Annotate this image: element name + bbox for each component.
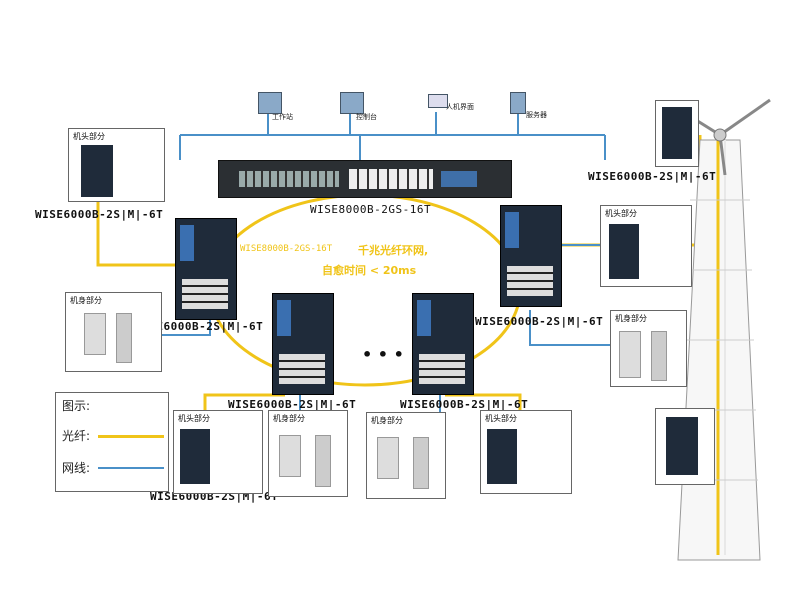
more-switches-ellipsis: • • • bbox=[362, 345, 404, 364]
server-icon bbox=[510, 92, 526, 114]
body-panel-bottom-1: 机身部分 bbox=[268, 410, 348, 497]
body-panel-bottom-2: 机身部分 bbox=[366, 412, 446, 499]
ethernet-branch bbox=[529, 310, 610, 346]
device-thumbnail bbox=[377, 437, 399, 479]
turbine-hub bbox=[713, 128, 727, 142]
device-thumbnail bbox=[84, 313, 106, 355]
turbine-blade bbox=[719, 98, 771, 137]
device-thumbnail bbox=[413, 437, 429, 489]
turbine-blade bbox=[718, 134, 727, 176]
turbine-nacelle-switch bbox=[655, 100, 699, 167]
device-thumbnail bbox=[619, 331, 641, 378]
console-label: 控制台 bbox=[356, 113, 377, 121]
body-panel-left: 机身部分 bbox=[65, 292, 162, 372]
panel-title: 机头部分 bbox=[178, 414, 210, 423]
workstation-label: 工作站 bbox=[272, 113, 293, 121]
fiber-branch bbox=[96, 200, 178, 267]
switch-rj45-ports bbox=[349, 169, 433, 189]
ring-switch-bottom-right bbox=[412, 293, 474, 395]
hmi-laptop-icon bbox=[428, 94, 448, 108]
legend: 图示: 光纤: 网线: bbox=[55, 392, 169, 492]
switch-label: WISE6000B-2S|M|-6T bbox=[475, 315, 604, 328]
console-icon bbox=[340, 92, 364, 114]
legend-fiber-label: 光纤: bbox=[62, 429, 91, 443]
server-label: 服务器 bbox=[526, 111, 547, 119]
panel-title: 机身部分 bbox=[273, 414, 305, 423]
device-thumbnail bbox=[651, 331, 667, 381]
core-switch bbox=[218, 160, 512, 198]
switch-label: WISE6000B-2S|M|-6T bbox=[400, 398, 529, 411]
panel-title: 机头部分 bbox=[485, 414, 517, 423]
device-thumbnail bbox=[279, 435, 301, 477]
hmi-label: 人机界面 bbox=[446, 103, 474, 111]
turbine-base-switch bbox=[655, 408, 715, 485]
panel-title: 机身部分 bbox=[615, 314, 647, 323]
panel-title: 机头部分 bbox=[73, 132, 105, 141]
ring-subtitle: 自愈时间 < 20ms bbox=[322, 264, 417, 277]
switch-ports bbox=[239, 171, 339, 187]
switch-label: WISE6000B-2S|M|-6T bbox=[135, 320, 264, 333]
ring-switch-bottom-left bbox=[272, 293, 334, 395]
nacelle-panel-bottom-right: 机头部分 bbox=[480, 410, 572, 494]
nacelle-panel-right: 机头部分 bbox=[600, 205, 692, 287]
panel-title: 机身部分 bbox=[371, 416, 403, 425]
legend-ethernet-swatch bbox=[98, 467, 164, 469]
switch-label: WISE6000B-2S|M|-6T bbox=[228, 398, 357, 411]
panel-title: 机头部分 bbox=[605, 209, 637, 218]
switch-thumbnail bbox=[487, 429, 517, 484]
switch-label: WISE6000B-2S|M|-6T bbox=[588, 170, 717, 183]
switch-thumbnail bbox=[609, 224, 639, 279]
legend-fiber-swatch bbox=[98, 435, 164, 438]
device-thumbnail bbox=[315, 435, 331, 487]
switch-panel bbox=[441, 171, 477, 187]
core-switch-label: WISE8000B-2GS-16T bbox=[310, 203, 432, 216]
switch-thumbnail bbox=[180, 429, 210, 484]
workstation-icon bbox=[258, 92, 282, 114]
ethernet-branch bbox=[140, 320, 211, 336]
panel-title: 机身部分 bbox=[70, 296, 102, 305]
ring-model-label: WISE8000B-2GS-16T bbox=[240, 244, 333, 254]
switch-thumbnail bbox=[81, 145, 113, 197]
body-panel-right: 机身部分 bbox=[610, 310, 687, 387]
nacelle-panel-bottom-left: 机头部分 bbox=[173, 410, 263, 494]
legend-title: 图示: bbox=[62, 399, 91, 413]
ring-switch-right bbox=[500, 205, 562, 307]
ring-title: 千兆光纤环网, bbox=[358, 244, 429, 257]
nacelle-panel-top-left: 机头部分 bbox=[68, 128, 165, 202]
device-thumbnail bbox=[116, 313, 132, 363]
ring-switch-left bbox=[175, 218, 237, 320]
switch-label: WISE6000B-2S|M|-6T bbox=[35, 208, 164, 221]
legend-ethernet-label: 网线: bbox=[62, 461, 91, 475]
